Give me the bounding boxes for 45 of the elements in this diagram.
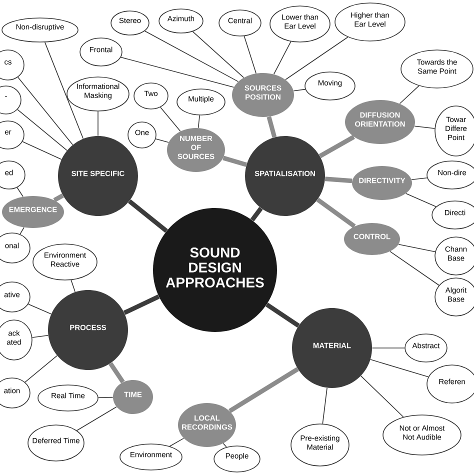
connector-line — [411, 177, 428, 180]
connector-line — [222, 443, 227, 448]
connector-line — [18, 76, 74, 146]
connector-line — [128, 199, 168, 233]
connector-line — [120, 56, 234, 88]
connector-line — [228, 367, 299, 413]
connector-line — [123, 294, 160, 315]
connector-line — [390, 251, 440, 286]
connector-line — [16, 187, 24, 198]
connector-line — [17, 109, 68, 151]
connector-line — [144, 30, 239, 82]
connector-line — [318, 134, 355, 158]
connector-line — [406, 193, 436, 208]
connector-line — [266, 116, 277, 138]
connector-line — [98, 396, 114, 398]
connector-line — [24, 355, 58, 383]
connector-line — [370, 359, 429, 378]
connector-line — [70, 280, 76, 292]
connector-line — [160, 106, 181, 132]
connector-line — [322, 388, 328, 424]
connector-line — [360, 376, 404, 418]
connector-line — [169, 438, 184, 447]
connector-line — [285, 36, 348, 80]
connector-line — [324, 176, 352, 184]
connector-line — [32, 334, 49, 338]
connector-line — [399, 85, 420, 104]
connector-line — [20, 227, 24, 235]
connector-line — [108, 362, 125, 384]
connector-line — [398, 244, 436, 252]
connector-line — [22, 141, 62, 160]
connector-line — [76, 406, 117, 431]
connector-line — [155, 138, 169, 143]
connector-line — [266, 302, 300, 328]
connector-line — [414, 126, 436, 129]
connector-line — [192, 31, 244, 78]
connector-line — [316, 198, 356, 228]
connector-line — [53, 194, 64, 202]
connector-line — [293, 88, 306, 92]
connector-line — [222, 156, 248, 167]
connector-line — [44, 42, 84, 140]
connector-line — [273, 41, 292, 75]
connector-line — [244, 36, 256, 74]
connector-line — [198, 114, 200, 128]
connector-line — [250, 206, 263, 222]
connector-line — [28, 304, 52, 314]
